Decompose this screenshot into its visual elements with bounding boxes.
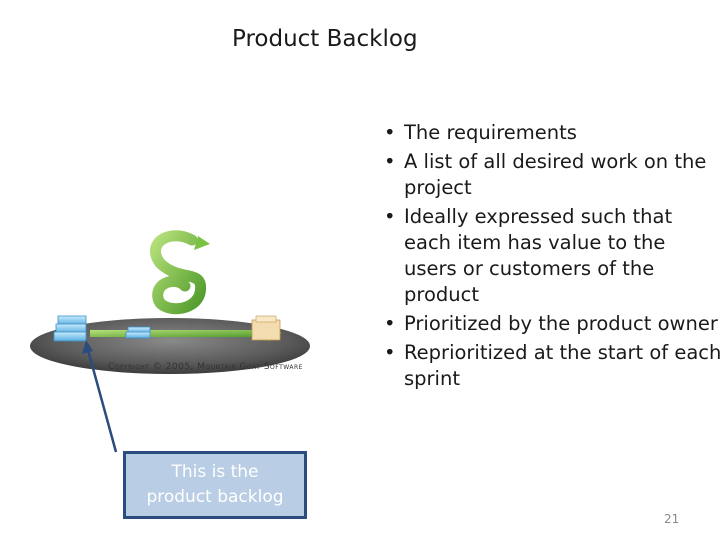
bullet-item: Reprioritized at the start of each sprin… — [382, 340, 722, 392]
product-backlog-stack — [53, 315, 87, 342]
bullet-list: The requirements A list of all desired w… — [382, 120, 722, 395]
bullet-item: A list of all desired work on the projec… — [382, 149, 722, 201]
sprint-backlog-stack — [125, 326, 151, 339]
scrum-process-diagram — [30, 230, 310, 374]
bullet-item: The requirements — [382, 120, 722, 146]
diagram-copyright: Copyright © 2005, Mountain Goat Software — [108, 362, 303, 372]
callout-line-1: This is the — [171, 462, 259, 482]
product-backlog-callout: This is the product backlog — [123, 451, 307, 519]
increment-box — [251, 315, 281, 341]
page-number: 21 — [664, 512, 680, 526]
cycle-arrowhead — [194, 236, 210, 250]
callout-line-2: product backlog — [146, 487, 284, 507]
bullet-item: Prioritized by the product owner — [382, 311, 722, 337]
bullet-item: Ideally expressed such that each item ha… — [382, 204, 722, 308]
slide-title: Product Backlog — [232, 26, 418, 52]
sprint-cycle-arrow — [150, 230, 207, 315]
flow-bar — [90, 330, 270, 337]
